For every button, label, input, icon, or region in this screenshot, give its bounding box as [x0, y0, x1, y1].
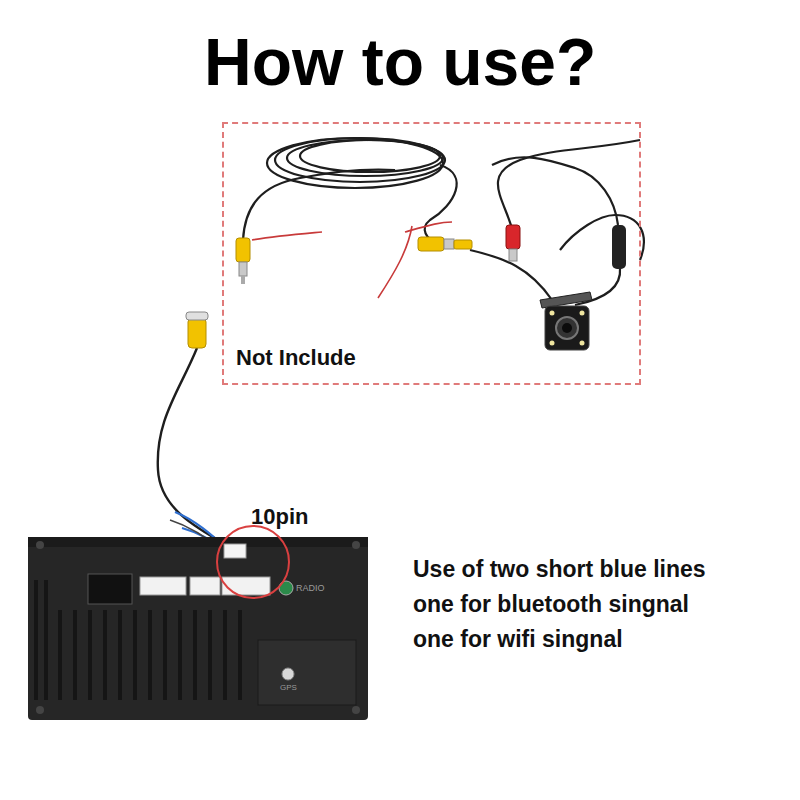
camera-led [580, 311, 585, 316]
port-label: GPS [280, 683, 297, 692]
highlight-circle [217, 526, 289, 598]
cable [498, 140, 640, 232]
plug-tip [509, 249, 517, 261]
rca-joint [418, 237, 472, 251]
rca-female-rim [186, 312, 208, 320]
camera-lens [562, 323, 572, 333]
cable [492, 157, 618, 225]
panel [258, 640, 356, 705]
plug-pin [241, 276, 245, 284]
rca-female [188, 318, 206, 348]
plug-tip [444, 239, 454, 249]
cable [470, 250, 552, 300]
red-wire [252, 232, 322, 240]
camera-lens [556, 317, 578, 339]
camera-led [550, 311, 555, 316]
note-line: Use of two short blue lines [413, 556, 706, 583]
port-label: RADIO [296, 583, 325, 593]
connector [88, 574, 132, 604]
red-wires [252, 222, 452, 298]
camera-cable [243, 138, 644, 305]
screw [36, 706, 44, 714]
adapter-cable [158, 312, 232, 552]
head-unit [28, 526, 368, 720]
red-wire [405, 222, 452, 232]
plug-body [506, 225, 520, 249]
plug [224, 544, 246, 558]
screw [352, 541, 360, 549]
cable [158, 348, 232, 548]
connector [190, 577, 220, 595]
plug-body [418, 237, 444, 251]
camera-led [550, 341, 555, 346]
gps-socket [282, 668, 294, 680]
region-label: Not Include [236, 345, 356, 371]
cable-coil [287, 140, 443, 176]
connector [222, 577, 270, 595]
red-wire [378, 226, 412, 298]
page-title: How to use? [204, 24, 596, 100]
cable-coil [267, 138, 443, 188]
cable [560, 215, 644, 260]
camera-body [545, 306, 589, 350]
cable [425, 165, 457, 244]
note-line: one for wifi singnal [413, 626, 623, 653]
unit-edge [28, 537, 368, 547]
ferrite [612, 225, 626, 269]
camera-led [580, 341, 585, 346]
pin-label: 10pin [251, 504, 308, 530]
cable-coil [275, 138, 445, 182]
dashed-region: Not Include [222, 122, 641, 385]
plug-body [454, 240, 472, 249]
plug-tip [239, 262, 247, 276]
vents [36, 580, 240, 700]
connector [140, 577, 186, 595]
unit-body [28, 537, 368, 720]
note-line: one for bluetooth singnal [413, 591, 689, 618]
rca-plug [236, 238, 250, 284]
red-plug [506, 225, 520, 261]
screw [352, 706, 360, 714]
screw [36, 541, 44, 549]
plug-body [236, 238, 250, 262]
cable-coil [300, 140, 440, 172]
camera [540, 292, 592, 350]
